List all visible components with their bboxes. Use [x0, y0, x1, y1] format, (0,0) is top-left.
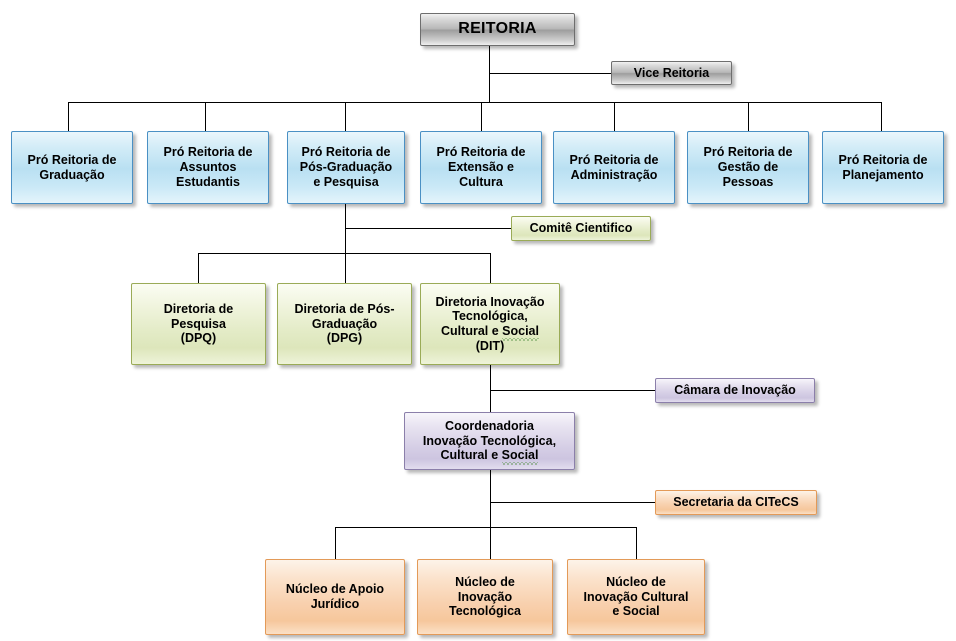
connector-dit-stem	[490, 365, 491, 412]
connector-secretaria	[490, 502, 655, 503]
connector-drop-7	[881, 102, 882, 131]
connector-drop-4	[481, 102, 482, 131]
connector-coordenadoria-stem	[490, 470, 491, 559]
connector-diretorias-bus	[198, 253, 490, 254]
connector-drop-3	[345, 102, 346, 131]
connector-vice-reitoria	[489, 73, 611, 74]
connector-nucleos-bus	[335, 527, 636, 528]
connector-drop-6	[748, 102, 749, 131]
connector-drop-2	[205, 102, 206, 131]
node-camara-inovacao[interactable]: Câmara de Inovação	[655, 378, 815, 403]
node-reitoria-label: REITORIA	[458, 20, 537, 38]
connector-drop-1	[68, 102, 69, 131]
node-vice-reitoria-label: Vice Reitoria	[633, 65, 710, 80]
connector-pro-reitorias-bus	[68, 102, 882, 103]
node-reitoria[interactable]: REITORIA	[420, 13, 575, 46]
connector-reitoria-stem	[489, 46, 490, 103]
node-diretoria-pos-graduacao[interactable]: Diretoria de Pós-Graduação(DPG)	[277, 283, 412, 365]
node-vice-reitoria[interactable]: Vice Reitoria	[611, 61, 732, 85]
connector-ppgp-stem	[345, 204, 346, 283]
node-secretaria-citecs[interactable]: Secretaria da CITeCS	[655, 490, 817, 515]
connector-drop-dpq	[198, 253, 199, 283]
connector-drop-5	[614, 102, 615, 131]
node-secretaria-label: Secretaria da CITeCS	[673, 495, 799, 510]
connector-comite-cientifico	[345, 228, 511, 229]
connector-drop-nucleo-3	[636, 527, 637, 559]
connector-drop-nucleo-1	[335, 527, 336, 559]
node-comite-cientifico[interactable]: Comitê Cientifico	[511, 216, 651, 241]
connector-drop-dit	[490, 253, 491, 283]
node-label: Diretoria de Pós-Graduação(DPG)	[294, 301, 395, 346]
connector-camara-inovacao	[490, 390, 655, 391]
node-comite-cientifico-label: Comitê Cientifico	[529, 221, 633, 236]
node-camara-inovacao-label: Câmara de Inovação	[674, 383, 796, 398]
